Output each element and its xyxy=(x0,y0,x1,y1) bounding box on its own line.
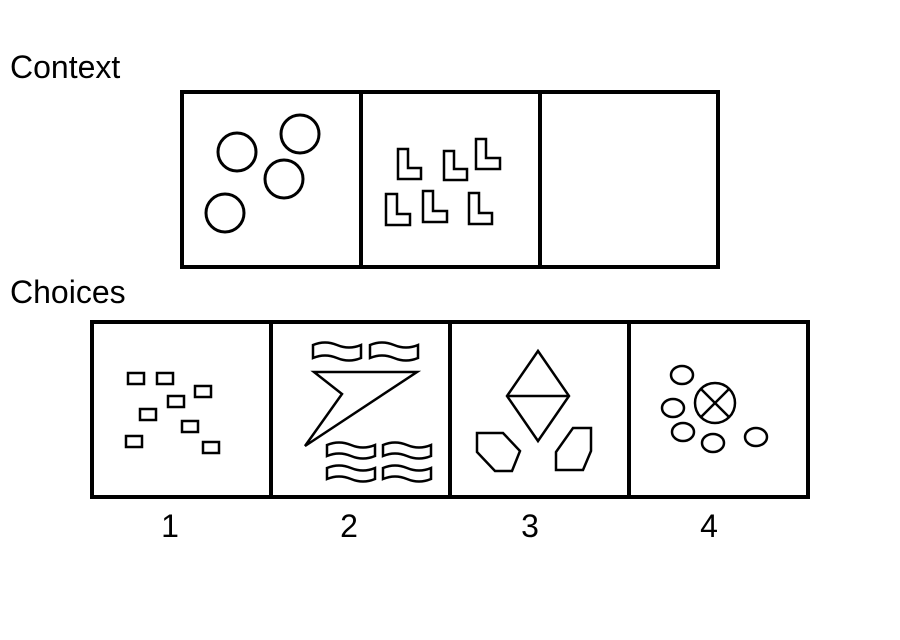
choice-number-4[interactable]: 4 xyxy=(700,508,718,544)
choice-number-1[interactable]: 1 xyxy=(161,508,179,544)
rectangle-shape xyxy=(126,371,146,386)
context-label: Context xyxy=(10,49,121,85)
circle-shape xyxy=(204,192,246,234)
circle-shape xyxy=(216,131,258,173)
rectangle-shape xyxy=(201,440,221,455)
choice-3-diamond-and-hexagons[interactable] xyxy=(475,348,593,473)
choice-2-waves-and-arrow[interactable] xyxy=(303,341,433,483)
oval-shape xyxy=(743,426,769,448)
crossed-circle-shape xyxy=(693,381,737,425)
hexagon-shape xyxy=(554,426,593,472)
l-shape xyxy=(396,147,423,181)
hexagon-shape xyxy=(475,431,522,473)
arrow-shape xyxy=(303,370,422,448)
context-panel-l-shapes xyxy=(384,137,502,227)
choice-1-rectangles[interactable] xyxy=(124,371,221,455)
choice-number-3[interactable]: 3 xyxy=(521,508,539,544)
l-shape xyxy=(442,149,469,182)
circle-shape xyxy=(263,158,305,200)
oval-shape xyxy=(669,364,695,386)
wave-band xyxy=(381,441,433,460)
l-shape xyxy=(421,189,449,224)
oval-shape xyxy=(700,432,726,454)
context-panel-empty[interactable] xyxy=(543,95,716,265)
choice-number-2[interactable]: 2 xyxy=(340,508,358,544)
wave-band xyxy=(381,464,433,483)
rectangle-shape xyxy=(124,434,144,449)
oval-shape xyxy=(670,421,696,443)
choices-label: Choices xyxy=(10,274,126,310)
l-shape xyxy=(384,192,412,227)
context-panel-circles xyxy=(204,113,321,234)
circle-shape xyxy=(279,113,321,155)
choices-row xyxy=(90,320,810,499)
l-shape xyxy=(474,137,502,171)
rectangle-shape xyxy=(155,371,175,386)
diamond-shape xyxy=(505,348,571,444)
rectangle-shape xyxy=(138,407,158,422)
rectangle-shape xyxy=(166,394,186,409)
oval-shape xyxy=(660,397,686,419)
rectangle-shape xyxy=(180,419,200,434)
wave-band xyxy=(368,341,420,362)
cross-line xyxy=(700,388,730,418)
wave-band xyxy=(325,464,377,483)
wave-band xyxy=(311,341,363,362)
rectangle-shape xyxy=(193,384,213,399)
context-frame xyxy=(180,90,720,269)
context-row xyxy=(180,90,720,269)
l-shape xyxy=(467,191,494,226)
wave-band xyxy=(325,441,377,460)
choice-4-ovals-and-crossed-circle[interactable] xyxy=(660,364,769,454)
